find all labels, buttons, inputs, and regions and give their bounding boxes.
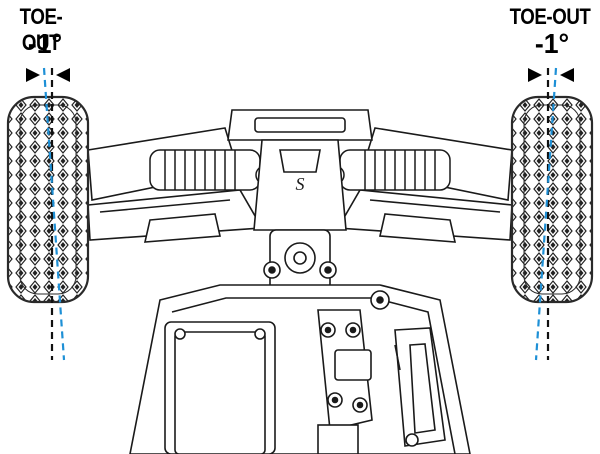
steering-servo: [317, 309, 373, 454]
reference-lines: [50, 68, 550, 360]
right-angle-arrows: [528, 68, 574, 82]
right-arrow-right: [528, 68, 542, 82]
left-angle-arrows: [26, 68, 70, 82]
left-toe-angle: -1°: [27, 28, 63, 59]
toe-lines: [42, 67, 558, 361]
left-toe-line: [42, 67, 66, 361]
left-arrow-right: [26, 68, 40, 82]
left-front-tire: [6, 95, 90, 304]
right-front-tire: [510, 95, 594, 304]
right-toe-angle: -1°: [534, 28, 570, 59]
front-suspension: [87, 109, 513, 243]
center-tower: S: [253, 139, 347, 231]
esc-unit: [370, 290, 446, 447]
right-arrow-left: [560, 68, 574, 82]
brand-logo: S: [296, 174, 305, 194]
left-arrow-left: [56, 68, 70, 82]
battery-tray: [164, 321, 276, 454]
right-toe-title: TOE-OUT: [509, 4, 591, 29]
left-toe-title: TOE-OUT: [19, 4, 63, 55]
right-shock: [325, 149, 451, 191]
left-shock: [149, 149, 275, 191]
right-toe-line: [534, 67, 558, 361]
